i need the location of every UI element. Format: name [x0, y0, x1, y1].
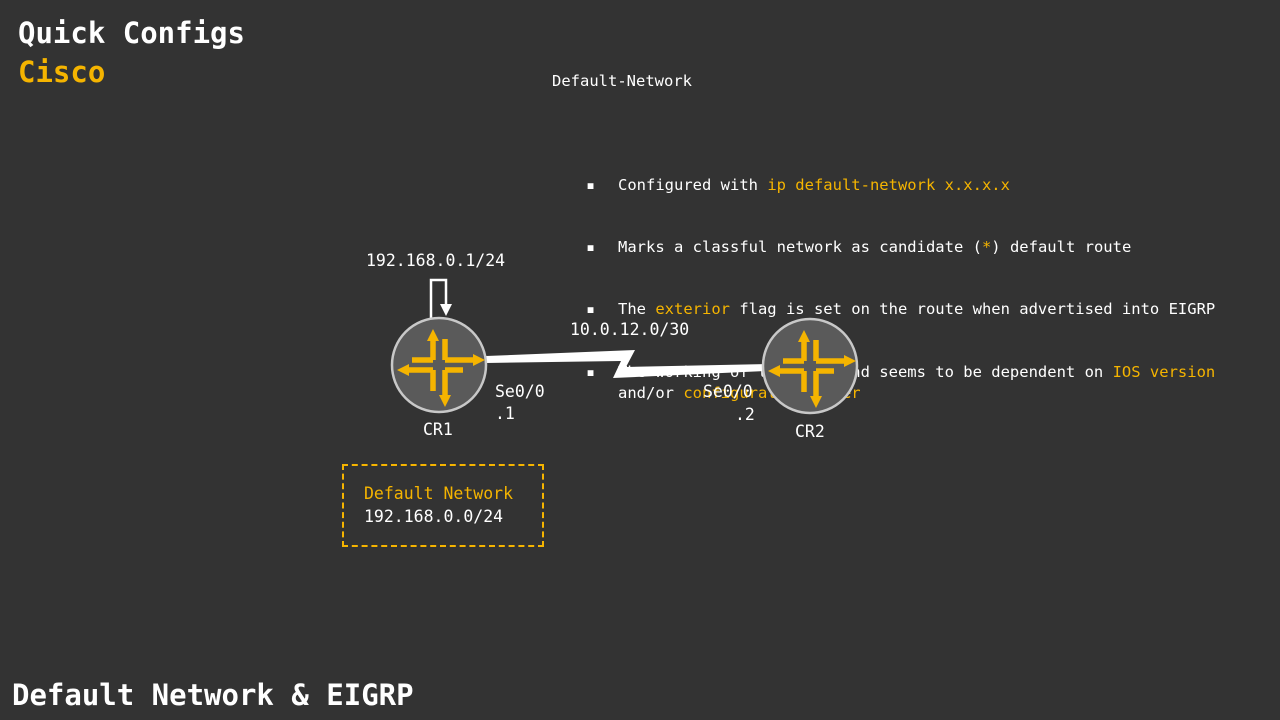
default-network-value: 192.168.0.0/24: [364, 507, 504, 526]
page-title: Default Network & EIGRP: [12, 678, 414, 712]
link-subnet-label: 10.0.12.0/30: [570, 320, 690, 339]
brand-title: Quick Configs: [18, 16, 245, 50]
note-star: *: [981, 237, 992, 256]
default-network-box: Default Network 192.168.0.0/24: [342, 464, 544, 547]
cr1-name: CR1: [423, 420, 453, 439]
note-command: ip default-network x.x.x.x: [767, 175, 1010, 194]
cr2-host-label: .2: [735, 405, 755, 424]
notes-heading: Default-Network: [552, 71, 692, 90]
cr2-router-icon: [761, 317, 859, 415]
loopback-label: 192.168.0.1/24: [366, 251, 506, 270]
note-exterior-flag: exterior: [655, 300, 730, 319]
note-exterior: The exterior flag is set on the route wh…: [552, 299, 1215, 320]
note-text: Marks a classful network as candidate (: [618, 237, 982, 256]
cr2-name: CR2: [795, 422, 825, 441]
note-text: ) default route: [991, 237, 1132, 256]
note-text: Configured with: [618, 175, 768, 194]
note-ios-version: IOS version: [1112, 362, 1216, 381]
serial-link: [486, 350, 766, 378]
loopback-arrowhead: [440, 304, 452, 316]
loopback-arrow: [429, 278, 448, 318]
note-text: The: [618, 300, 656, 319]
note-classful: Marks a classful network as candidate (*…: [552, 237, 1215, 258]
cr1-interface-label: Se0/0: [495, 382, 545, 401]
default-network-title: Default Network: [364, 484, 514, 503]
brand-subtitle: Cisco: [18, 55, 106, 89]
note-text: and/or: [618, 383, 684, 402]
cr1-host-label: .1: [495, 404, 515, 423]
note-text: flag is set on the route when advertised…: [729, 300, 1216, 319]
cr2-interface-label: Se0/0: [703, 382, 753, 401]
brand: Quick Configs Cisco: [18, 14, 245, 92]
note-configured: Configured with ip default-network x.x.x…: [552, 175, 1215, 196]
cr1-router-icon: [390, 316, 488, 414]
